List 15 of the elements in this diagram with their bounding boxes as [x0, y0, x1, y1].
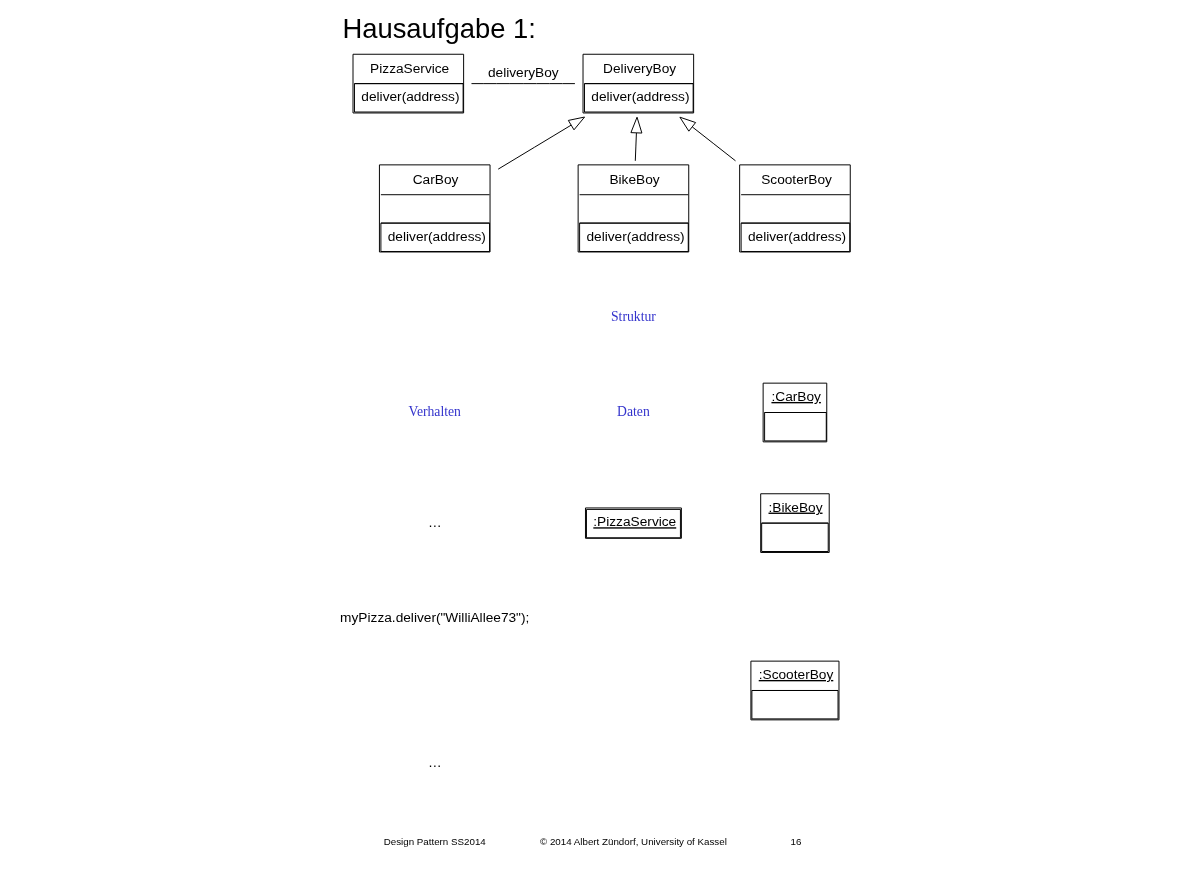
arrow: [630, 116, 643, 162]
diagram-title: Hausaufgabe 1:: [342, 13, 536, 44]
connector: [471, 83, 576, 85]
label: Struktur: [611, 309, 656, 325]
label: Verhalten: [408, 404, 461, 420]
label: Design Pattern SS2014: [383, 835, 486, 847]
label: © 2014 Albert Zündorf, University of Kassel: [540, 835, 727, 847]
label: Daten: [617, 404, 650, 420]
label: …: [427, 514, 442, 530]
edge-label: deliveryBoy: [487, 64, 559, 80]
label: 16: [790, 835, 802, 847]
arrow: [497, 116, 586, 170]
label: …: [427, 754, 442, 770]
arrow: [679, 116, 736, 162]
label: myPizza.deliver("WilliAllee73");: [340, 609, 530, 625]
